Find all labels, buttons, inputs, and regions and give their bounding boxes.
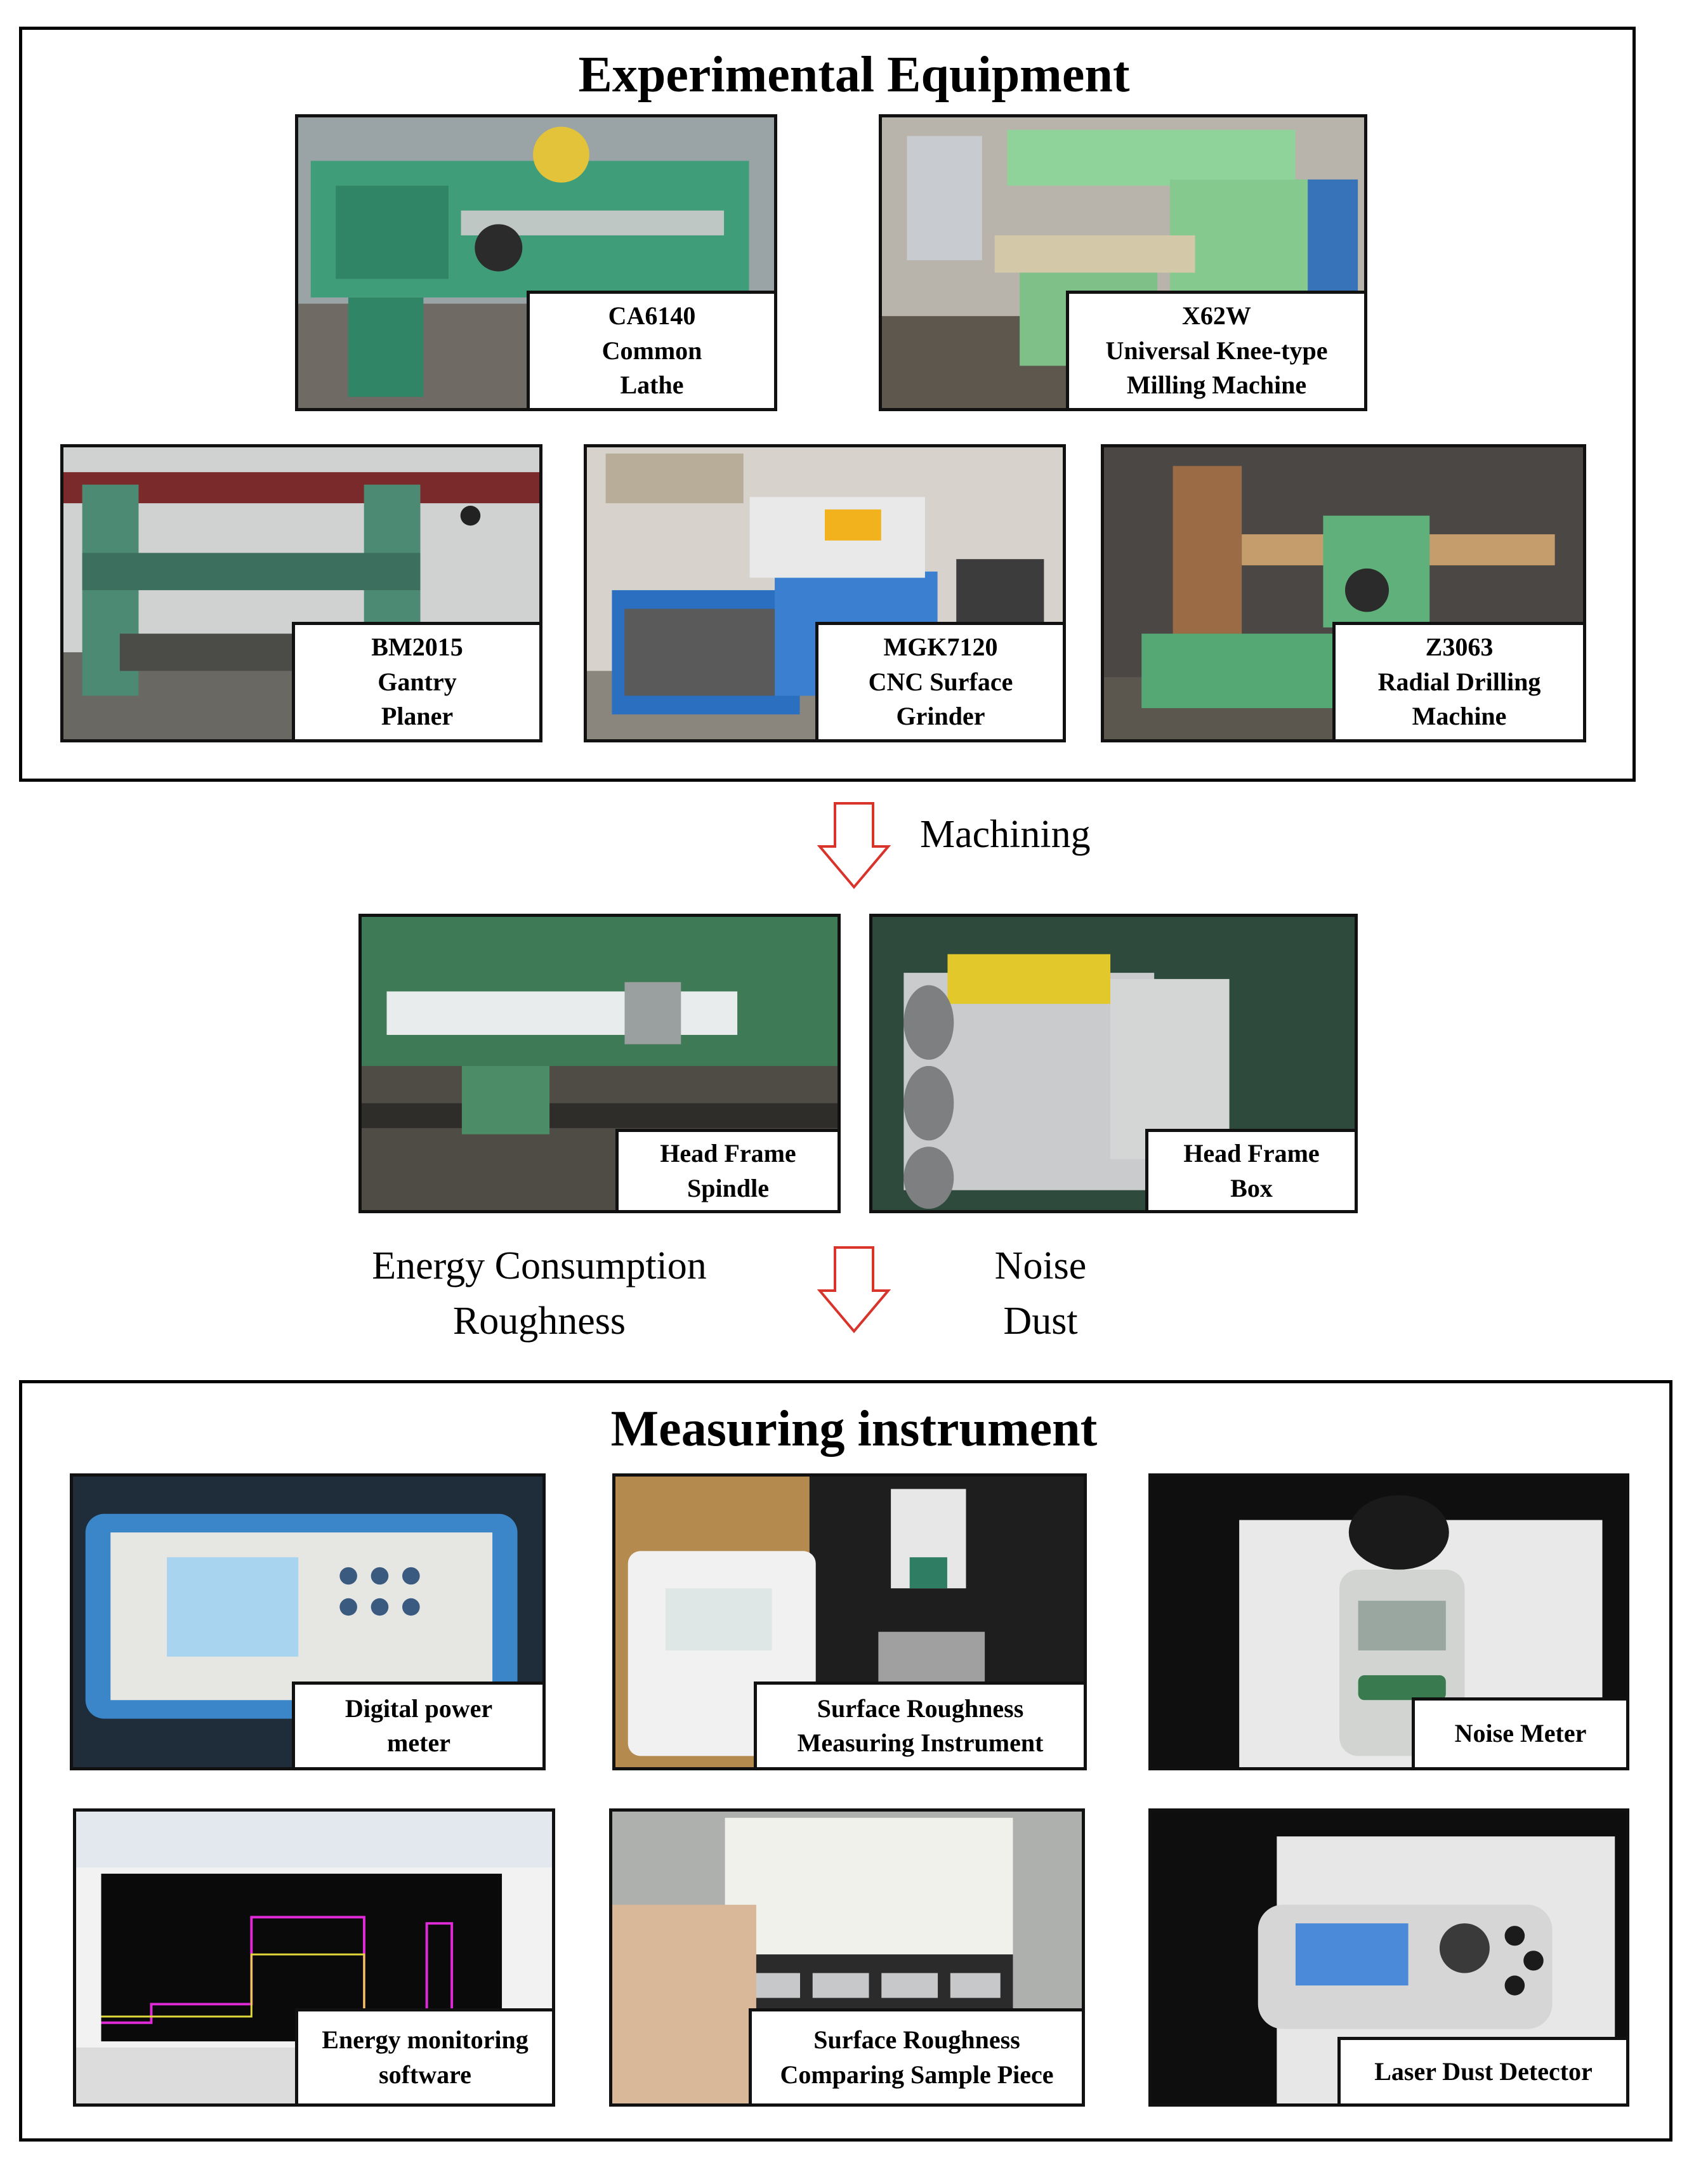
milling-machine-caption: X62W Universal Knee-type Milling Machine [1066, 291, 1364, 408]
milling-machine-photo: X62W Universal Knee-type Milling Machine [879, 114, 1367, 411]
caption-line: Box [1230, 1173, 1273, 1202]
dust-label: Dust [1003, 1299, 1078, 1343]
spindle-caption: Head Frame Spindle [615, 1129, 838, 1210]
caption-line: Planer [381, 702, 454, 731]
power-meter-photo: Digital power meter [70, 1473, 546, 1770]
box-photo: Head Frame Box [869, 914, 1358, 1213]
caption-line: Digital power [345, 1694, 493, 1723]
caption-line: Grinder [896, 702, 985, 731]
box-caption: Head Frame Box [1145, 1129, 1355, 1210]
caption-line: Gantry [378, 667, 457, 696]
down-arrow-icon [817, 1246, 891, 1334]
caption-line: MGK7120 [883, 633, 998, 662]
caption-line: Surface Roughness [817, 1694, 1024, 1723]
caption-line: Surface Roughness [813, 2025, 1020, 2055]
caption-line: Radial Drilling [1377, 667, 1541, 696]
surface-grinder-photo: MGK7120 CNC Surface Grinder [584, 444, 1066, 742]
caption-line: meter [387, 1728, 450, 1757]
caption-line: X62W [1182, 301, 1251, 331]
dust-detector-photo: Laser Dust Detector [1148, 1808, 1629, 2107]
noise-label: Noise [994, 1244, 1087, 1287]
noise-meter-caption: Noise Meter [1412, 1697, 1626, 1767]
caption-line: Common [601, 336, 702, 365]
energy-roughness-labels: Energy Consumption Roughness [330, 1239, 749, 1349]
caption-line: Comparing Sample Piece [780, 2060, 1054, 2089]
gantry-planer-photo: BM2015 Gantry Planer [60, 444, 542, 742]
noise-meter-photo: Noise Meter [1148, 1473, 1629, 1770]
comparator-caption: Surface Roughness Comparing Sample Piece [749, 2008, 1082, 2103]
caption-line: Z3063 [1425, 633, 1494, 662]
radial-drilling-photo: Z3063 Radial Drilling Machine [1101, 444, 1586, 742]
dust-detector-caption: Laser Dust Detector [1337, 2037, 1626, 2103]
down-arrow-icon [817, 802, 891, 890]
monitoring-software-caption: Energy monitoring software [295, 2008, 552, 2103]
caption-line: Measuring Instrument [797, 1728, 1044, 1757]
caption-line: Spindle [687, 1173, 769, 1202]
power-meter-caption: Digital power meter [292, 1682, 542, 1767]
caption-line: Universal Knee-type [1105, 336, 1328, 365]
monitoring-software-photo: Energy monitoring software [73, 1808, 555, 2107]
caption-line: Noise Meter [1454, 1719, 1587, 1748]
roughness-instrument-caption: Surface Roughness Measuring Instrument [754, 1682, 1084, 1767]
caption-line: Lathe [620, 371, 684, 400]
lathe-caption: CA6140 Common Lathe [527, 291, 774, 408]
caption-line: Head Frame [1183, 1139, 1320, 1168]
caption-line: Machine [1412, 702, 1507, 731]
caption-line: CNC Surface [868, 667, 1013, 696]
caption-line: BM2015 [371, 633, 463, 662]
roughness-instrument-photo: Surface Roughness Measuring Instrument [612, 1473, 1087, 1770]
spindle-photo: Head Frame Spindle [358, 914, 841, 1213]
surface-grinder-caption: MGK7120 CNC Surface Grinder [815, 622, 1063, 739]
lathe-photo: CA6140 Common Lathe [295, 114, 777, 411]
caption-line: Energy monitoring [322, 2025, 529, 2055]
caption-line: Milling Machine [1126, 371, 1307, 400]
experimental-equipment-title: Experimental Equipment [578, 47, 1130, 103]
measuring-instrument-title: Measuring instrument [610, 1401, 1098, 1457]
radial-drilling-caption: Z3063 Radial Drilling Machine [1332, 622, 1583, 739]
roughness-label: Roughness [452, 1299, 626, 1343]
gantry-planer-caption: BM2015 Gantry Planer [292, 622, 539, 739]
energy-consumption-label: Energy Consumption [372, 1244, 707, 1287]
noise-dust-labels: Noise Dust [952, 1239, 1129, 1349]
caption-line: CA6140 [608, 301, 696, 331]
caption-line: software [379, 2060, 471, 2089]
machining-label: Machining [920, 813, 1091, 856]
comparator-photo: Surface Roughness Comparing Sample Piece [609, 1808, 1085, 2107]
caption-line: Laser Dust Detector [1374, 2057, 1593, 2086]
caption-line: Head Frame [660, 1139, 796, 1168]
